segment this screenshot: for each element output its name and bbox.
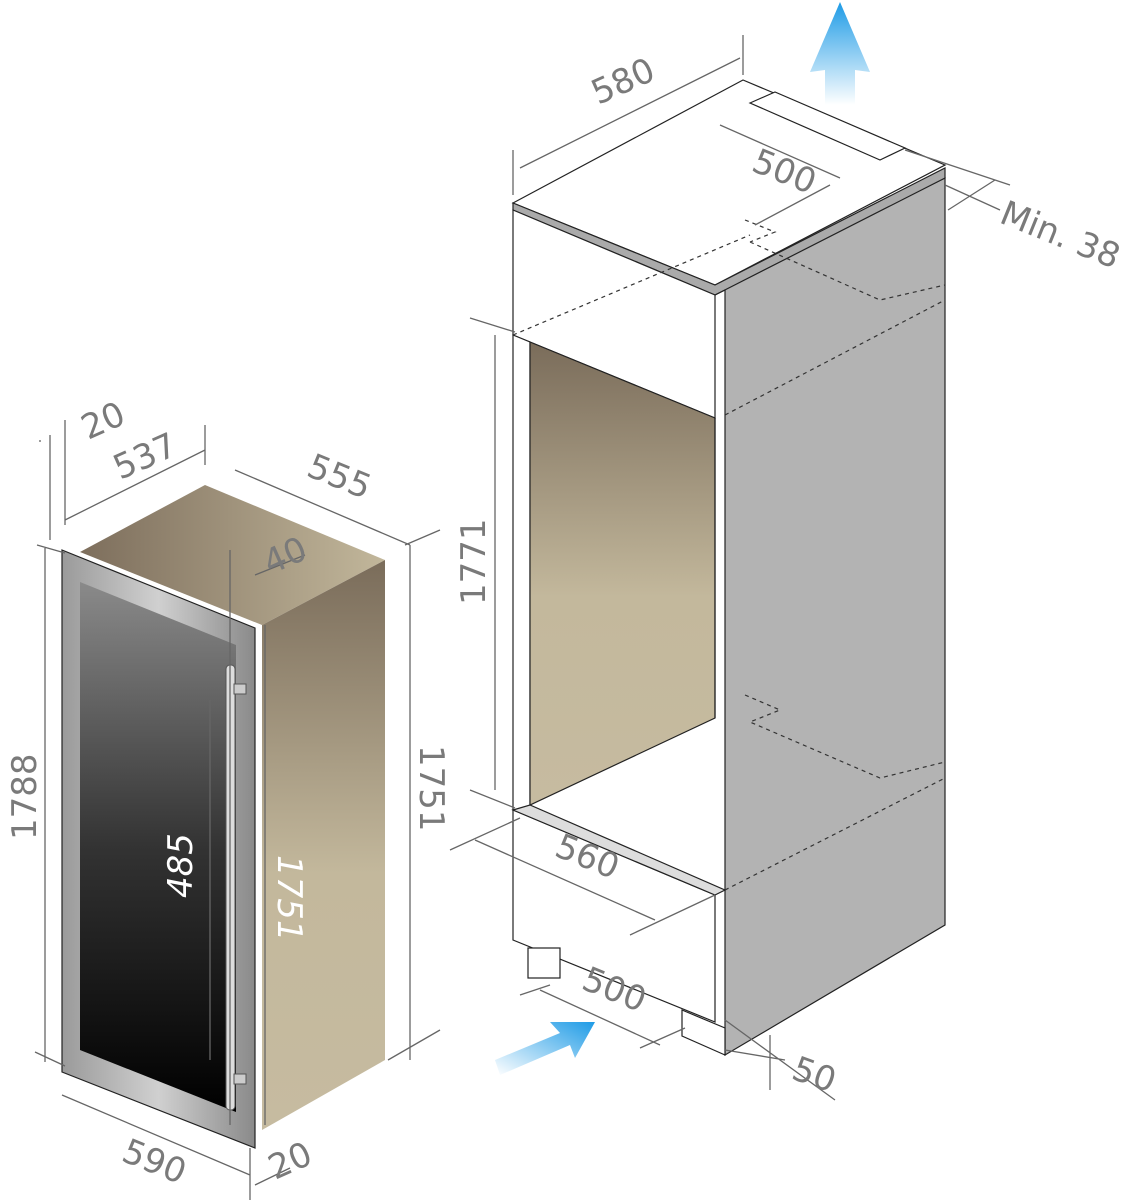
kitchen-cabinet (495, 2, 947, 1075)
handle-mount (233, 1073, 247, 1085)
cabinet-foot (527, 947, 561, 979)
door-glass (80, 582, 236, 1112)
cabinet-left-stile (512, 334, 531, 811)
door-width-label: 590 (117, 1131, 192, 1192)
wine-cooler (61, 485, 385, 1149)
cabinet-side-panel (724, 177, 946, 1057)
cabinet-plinth-gap-label: 50 (787, 1049, 841, 1101)
airflow-in-arrow (495, 1022, 595, 1075)
cabinet-foot (681, 1009, 726, 1056)
door-thickness-label: 20 (262, 1134, 318, 1188)
total-height-label: 1788 (5, 753, 45, 840)
cabinet-niche (529, 341, 716, 806)
vent-slot (748, 91, 907, 161)
side-height-label: 1751 (411, 745, 451, 832)
cooler-side (262, 560, 385, 1130)
handle-length-label: 485 (161, 833, 201, 898)
handle-mount (233, 683, 247, 695)
cabinet-niche-height-label: 1771 (454, 518, 494, 605)
hidden-edges (512, 219, 946, 891)
cabinet-vent-gap-label: Min. 38 (995, 193, 1123, 277)
body-depth-label: 555 (302, 446, 377, 507)
airflow-out-arrow (810, 2, 870, 105)
cooler-top (80, 485, 385, 625)
inner-height-label: 1751 (269, 855, 309, 942)
dimension-lines (34, 35, 1011, 1200)
door-offset-label: 20 (75, 394, 131, 448)
